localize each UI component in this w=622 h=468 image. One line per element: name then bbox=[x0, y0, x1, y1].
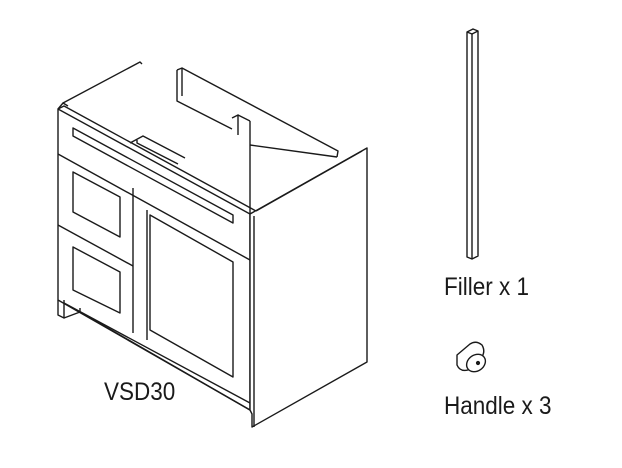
handle-quantity-label: Handle x 3 bbox=[444, 392, 552, 420]
drawer-1-panel bbox=[72, 171, 121, 238]
filler-strip-drawing bbox=[466, 28, 479, 260]
filler-quantity-label: Filler x 1 bbox=[444, 273, 530, 301]
handle-knob-drawing bbox=[456, 341, 487, 373]
drawer-2-panel bbox=[72, 246, 121, 314]
cabinet-side bbox=[249, 147, 368, 428]
cabinet-front bbox=[57, 108, 251, 411]
vanity-cabinet-drawing bbox=[57, 61, 368, 428]
cabinet-model-label: VSD30 bbox=[104, 378, 176, 406]
door-panel bbox=[149, 214, 234, 378]
